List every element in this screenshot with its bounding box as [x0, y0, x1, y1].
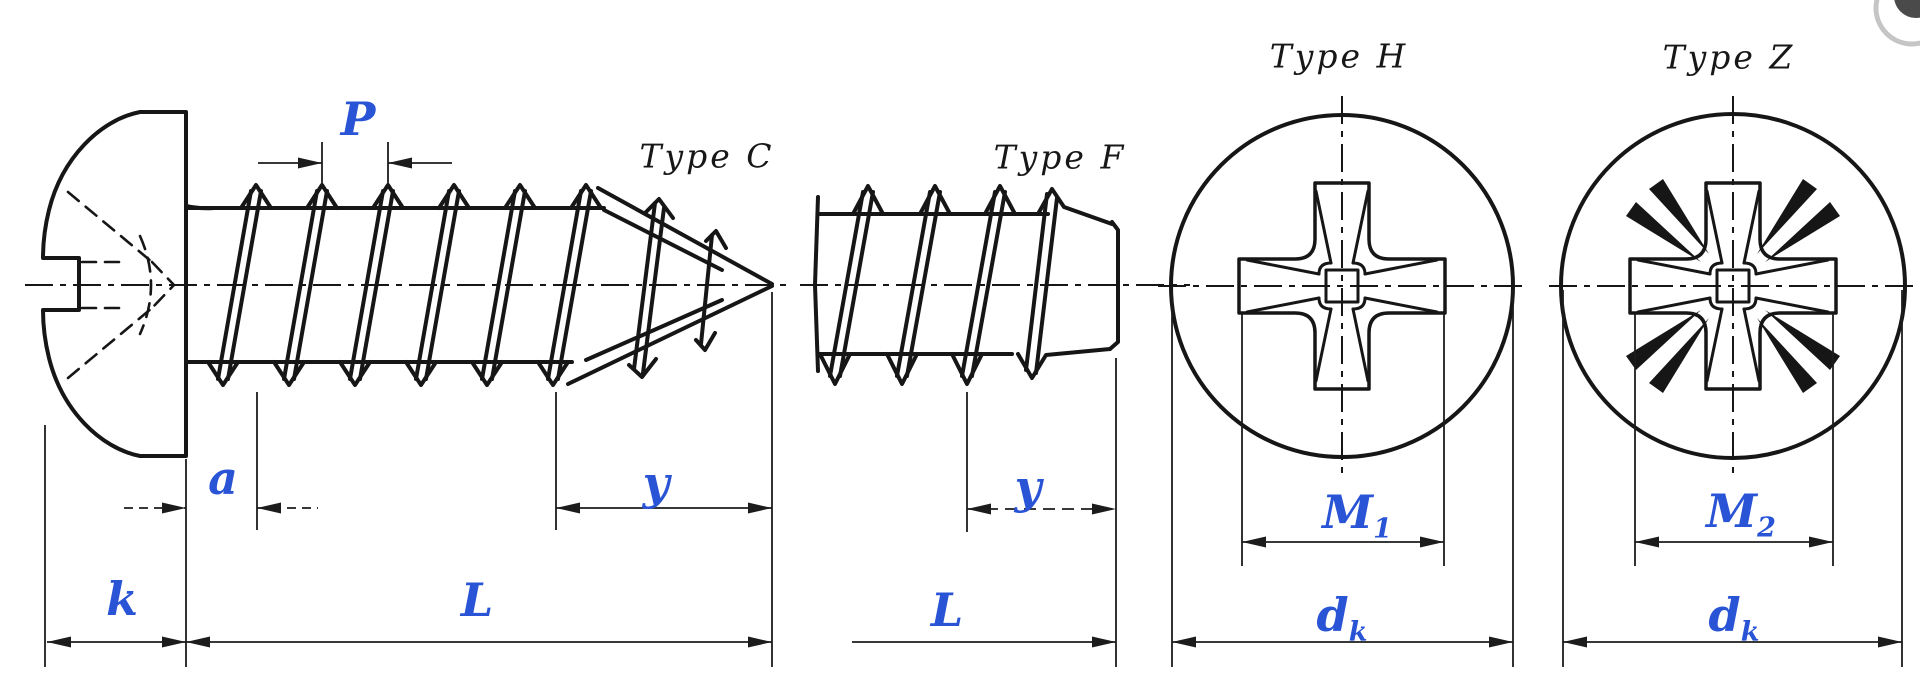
head-circle [1169, 113, 1515, 459]
head-view-type-z [1559, 112, 1907, 460]
dim-label-dk-h: dk [1316, 588, 1368, 648]
screw-side-view-type-f [813, 184, 1120, 386]
head-view-type-h [1169, 113, 1515, 459]
recess-flute-lines [1636, 189, 1830, 383]
dimension-lines [47, 162, 1902, 643]
recess-flute-lines [1245, 189, 1439, 383]
dim-label-length-f: L [930, 583, 964, 637]
screw-side-view-type-c [41, 110, 774, 458]
dim-label-m2: M2 [1706, 484, 1776, 544]
dim-label-point-f: y [1014, 460, 1042, 514]
broken-left-edge [813, 195, 820, 373]
dim-label-length-c: L [460, 573, 494, 627]
view-label-type-h: Type H [1269, 36, 1409, 76]
corner-artifact [1873, 0, 1920, 47]
pozidriv-tick-wedges [1626, 179, 1840, 393]
extension-lines [44, 142, 1903, 667]
recess-center-square [1324, 268, 1360, 304]
dim-label-m1: M1 [1322, 485, 1392, 545]
centerlines [25, 96, 1917, 478]
thread-flanks [828, 190, 1059, 378]
thread-crests-bottom [206, 360, 570, 387]
thread-crests-top [851, 184, 1114, 226]
cross-recess-outline [1628, 181, 1838, 391]
recess-fillets [1708, 261, 1758, 311]
dim-label-head-height: k [106, 572, 138, 626]
recess-fillets [1317, 261, 1367, 311]
view-label-type-z: Type Z [1662, 37, 1796, 77]
flat-point-end [1108, 220, 1120, 351]
gimlet-point [566, 186, 774, 386]
dim-label-runout: a [208, 451, 238, 505]
view-label-type-f: Type F [993, 137, 1127, 177]
dim-label-dk-z: dk [1708, 588, 1760, 648]
thread-crests-top [239, 183, 603, 210]
pan-head-outline [41, 110, 188, 458]
dimension-arrowheads [47, 157, 1902, 648]
thread-flanks [216, 189, 593, 381]
view-label-type-c: Type C [639, 136, 775, 176]
dim-label-pitch: P [340, 92, 376, 146]
hidden-recess-lines [66, 190, 176, 380]
cross-recess-outline [1237, 181, 1447, 391]
recess-center-square [1715, 268, 1751, 304]
dim-label-point-c: y [642, 456, 670, 510]
head-circle [1559, 112, 1907, 460]
